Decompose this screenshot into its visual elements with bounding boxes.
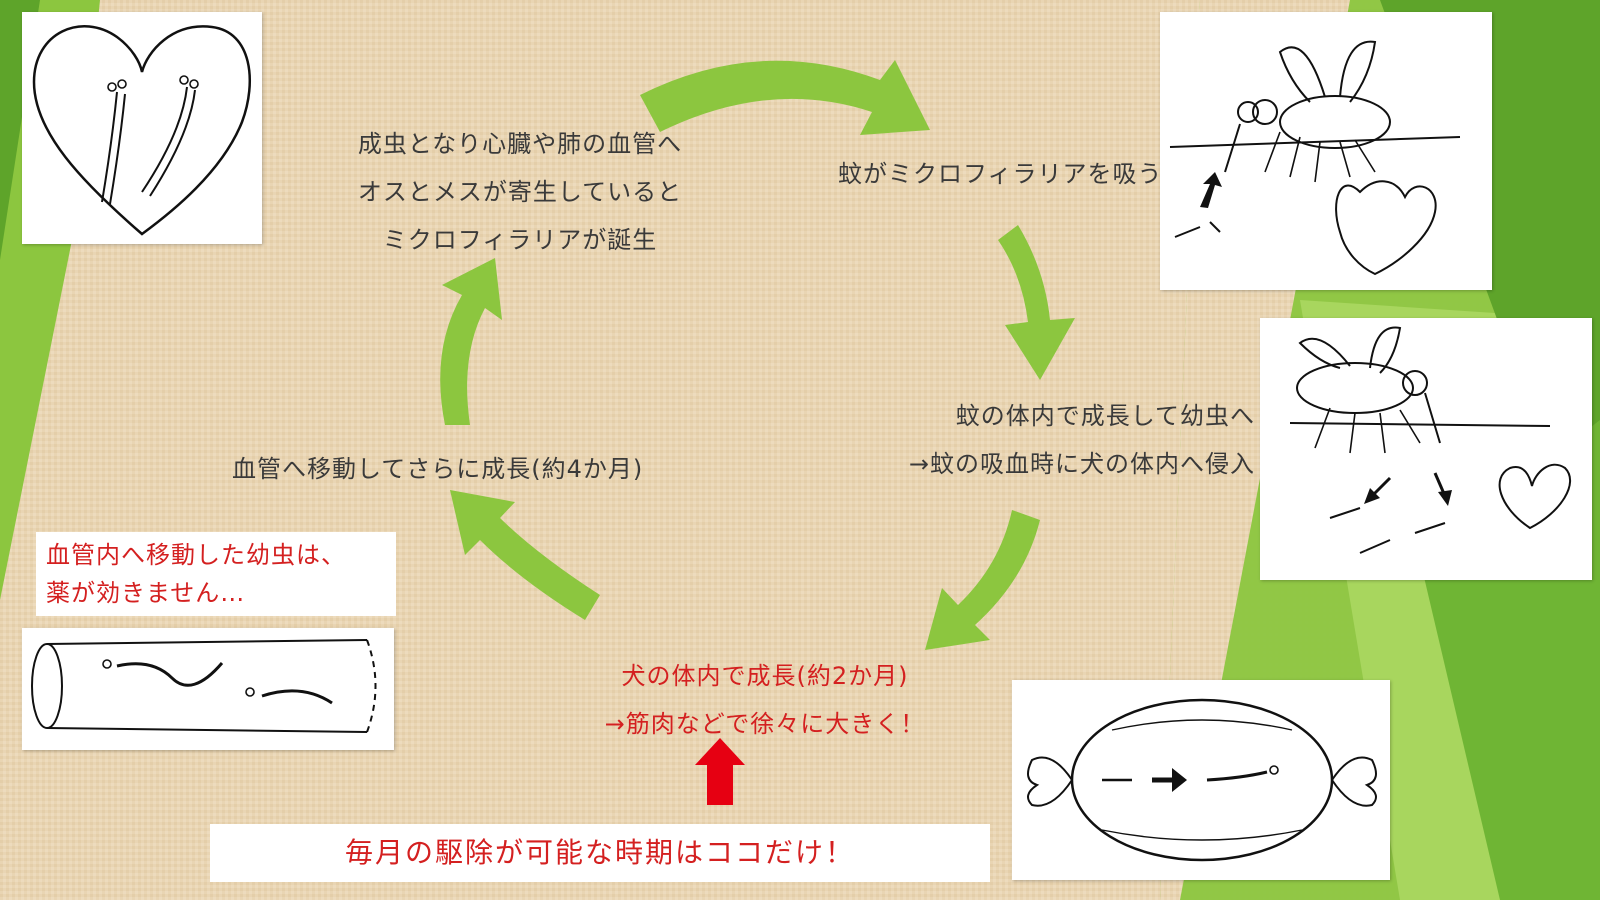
cycle-arrows [440,60,1075,650]
arrow-left [440,258,502,425]
red-up-arrow [695,738,745,805]
caption-vessel-growth: 血管へ移動してさらに成長(約4か月) [232,455,644,483]
muscle-bone-icon [1027,698,1377,862]
mosquito-injecting-panel [1260,318,1592,580]
caption-mosquito-sucks: 蚊がミクロフィラリアを吸う [838,160,1163,188]
heart-illustration-panel [22,12,262,244]
caption-mosquito-growth: 蚊の体内で成長して幼虫へ →蚊の吸血時に犬の体内へ侵入 [908,402,1255,478]
mosquito-sucking-panel [1160,12,1492,290]
arrow-right [998,225,1075,380]
heart-worms-icon [32,25,252,236]
vessel-larvae-panel [22,628,394,750]
arrow-top [640,60,930,135]
arrow-lower-right [925,510,1040,650]
caption-dog-growth: 犬の体内で成長(約2か月) →筋肉などで徐々に大きく！ [604,662,926,738]
caption-adult-heart: 成虫となり心臓や肺の血管へ オスとメスが寄生していると ミクロフィラリアが誕生 [357,130,683,254]
vessel-icon [31,639,377,733]
mosquito-icon [1169,40,1461,276]
monthly-treatment-notice: 毎月の駆除が可能な時期はココだけ！ [210,824,990,882]
muscle-growth-panel [1012,680,1390,880]
drug-warning-note: 血管内へ移動した幼虫は、 薬が効きません… [36,532,396,616]
arrow-lower-left [450,490,600,620]
mosquito-injecting-icon [1289,326,1571,554]
